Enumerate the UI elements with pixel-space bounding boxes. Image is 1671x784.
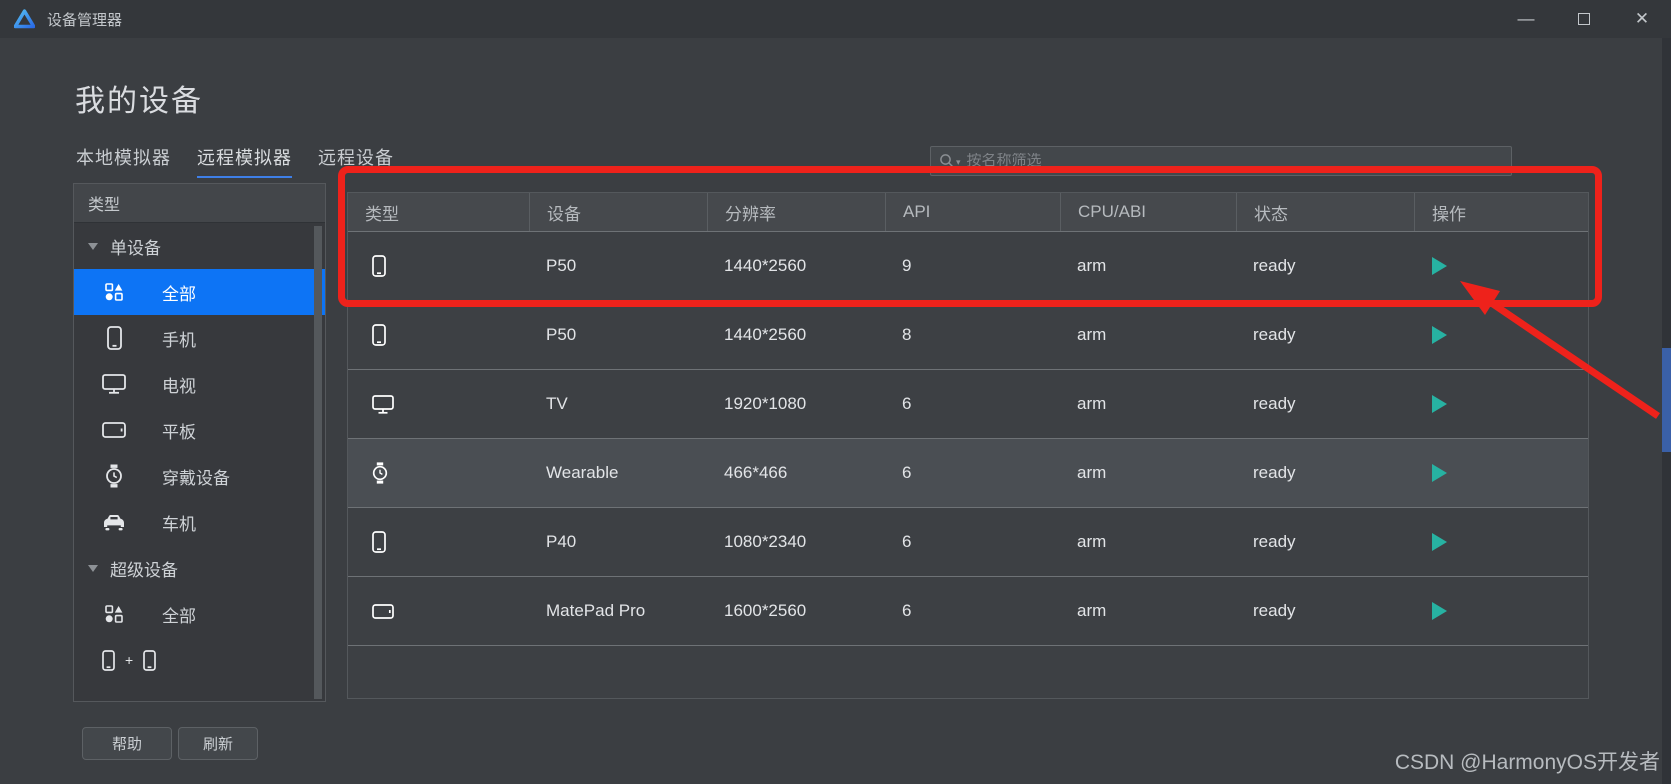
search-options-caret-icon[interactable]: ▾	[956, 156, 961, 167]
tab-remote-device[interactable]: 远程设备	[318, 148, 394, 168]
col-header-device: 设备	[529, 193, 707, 231]
maximize-button[interactable]	[1555, 0, 1613, 38]
phone-icon	[143, 649, 157, 671]
table-header: 类型 设备 分辨率 API CPU/ABI 状态 操作	[348, 193, 1588, 231]
phone-icon	[102, 326, 126, 350]
col-header-api: API	[885, 193, 1060, 231]
table-row[interactable]: MatePad Pro 1600*2560 6 arm ready	[348, 576, 1588, 645]
category-icon	[102, 605, 126, 623]
table-row[interactable]: P50 1440*2560 9 arm ready	[348, 231, 1588, 300]
plus-sign: +	[125, 652, 134, 668]
table-row[interactable]: P40 1080*2340 6 arm ready	[348, 507, 1588, 576]
sidebar-group-single-device[interactable]: 单设备	[74, 223, 325, 269]
page-title: 我的设备	[75, 85, 203, 118]
table-row[interactable]: Wearable 466*466 6 arm ready	[348, 438, 1588, 507]
device-type-sidebar: 类型 单设备 全部 手机	[73, 183, 326, 702]
sidebar-group-super-device[interactable]: 超级设备	[74, 545, 325, 591]
page-scrollbar[interactable]	[1662, 38, 1671, 784]
watch-icon	[372, 462, 388, 484]
col-header-resolution: 分辨率	[707, 193, 885, 231]
search-icon	[939, 153, 955, 169]
titlebar: 设备管理器 — ✕	[0, 0, 1671, 38]
play-button[interactable]	[1431, 256, 1448, 276]
help-button[interactable]: 帮助	[82, 727, 172, 760]
sidebar-item-all-super[interactable]: 全部	[74, 591, 325, 637]
sidebar-item-phone-plus-phone[interactable]: +	[74, 637, 325, 683]
car-icon	[102, 514, 126, 531]
sidebar-item-clipped[interactable]	[74, 683, 325, 701]
search-input[interactable]	[966, 152, 1503, 170]
phone-icon	[372, 324, 386, 346]
window-title: 设备管理器	[47, 12, 123, 29]
page-scrollbar-thumb[interactable]	[1662, 348, 1671, 452]
col-header-type: 类型	[365, 204, 399, 224]
col-header-status: 状态	[1236, 193, 1414, 231]
play-button[interactable]	[1431, 394, 1448, 414]
play-button[interactable]	[1431, 601, 1448, 621]
deveco-logo-icon	[14, 9, 35, 29]
maximize-icon	[1578, 13, 1590, 25]
filter-search-box[interactable]: ▾	[930, 146, 1512, 176]
close-button[interactable]: ✕	[1634, 9, 1650, 28]
sidebar-item-all-single[interactable]: 全部	[74, 269, 325, 315]
sidebar-item-tv[interactable]: 电视	[74, 361, 325, 407]
col-header-cpu: CPU/ABI	[1060, 193, 1236, 231]
refresh-button[interactable]: 刷新	[178, 727, 258, 760]
table-row[interactable]: TV 1920*1080 6 arm ready	[348, 369, 1588, 438]
sidebar-item-phone[interactable]: 手机	[74, 315, 325, 361]
collapse-arrow-icon	[88, 564, 98, 572]
sidebar-header: 类型	[74, 184, 325, 223]
play-button[interactable]	[1431, 325, 1448, 345]
table-empty-area	[348, 645, 1588, 698]
tab-local-emulator[interactable]: 本地模拟器	[76, 148, 171, 168]
tab-remote-emulator[interactable]: 远程模拟器	[197, 144, 292, 178]
col-header-action: 操作	[1414, 193, 1588, 231]
play-button[interactable]	[1431, 532, 1448, 552]
tab-bar: 本地模拟器 远程模拟器 远程设备	[76, 144, 394, 178]
tv-icon	[102, 374, 126, 394]
play-button[interactable]	[1431, 463, 1448, 483]
watermark: CSDN @HarmonyOS开发者	[1394, 751, 1660, 774]
phone-icon	[372, 531, 386, 553]
minimize-button[interactable]: —	[1517, 9, 1535, 28]
phone-icon	[102, 649, 115, 671]
table-row[interactable]: P50 1440*2560 8 arm ready	[348, 300, 1588, 369]
sidebar-item-tablet[interactable]: 平板	[74, 407, 325, 453]
device-table: 类型 设备 分辨率 API CPU/ABI 状态 操作 P50 1440*256…	[347, 192, 1589, 699]
tablet-icon	[372, 603, 394, 619]
watch-icon	[102, 464, 126, 488]
sidebar-scrollbar[interactable]	[314, 226, 322, 699]
tablet-icon	[102, 422, 126, 438]
phone-icon	[372, 255, 386, 277]
tv-icon	[372, 394, 394, 414]
category-icon	[102, 283, 126, 301]
sidebar-item-wearable[interactable]: 穿戴设备	[74, 453, 325, 499]
collapse-arrow-icon	[88, 242, 98, 250]
sidebar-item-car[interactable]: 车机	[74, 499, 325, 545]
